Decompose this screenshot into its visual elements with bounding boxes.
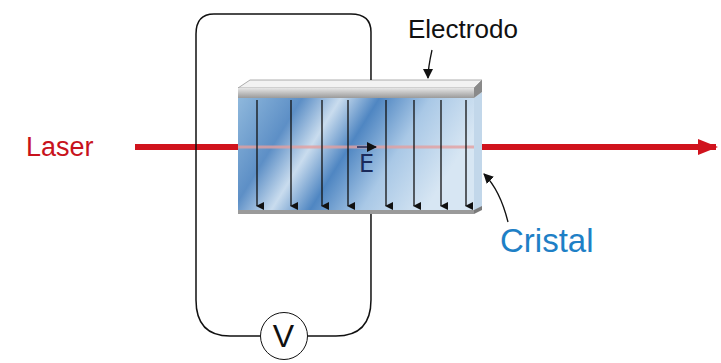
electrode-bottom-side <box>474 206 482 214</box>
electrode-label: Electrodo <box>408 16 518 42</box>
crystal-leader <box>484 174 508 222</box>
crystal-side <box>474 92 482 212</box>
electrode-top <box>238 88 474 98</box>
wire <box>196 14 371 336</box>
wire <box>308 214 371 336</box>
voltmeter-text: V <box>273 320 294 352</box>
electrode-leader <box>428 50 432 78</box>
electrode-side <box>474 80 482 98</box>
laser-beam <box>135 144 240 150</box>
field-lines <box>257 100 466 206</box>
crystal: E <box>238 80 482 214</box>
vector-arrow <box>357 146 376 148</box>
voltmeter: V <box>260 312 308 360</box>
electrode-top-face <box>238 80 482 88</box>
electrode-bottom <box>238 210 474 214</box>
laser-label: Laser <box>26 134 94 161</box>
laser-in-crystal <box>238 146 474 149</box>
crystal-label: Cristal <box>500 224 594 257</box>
crystal-text: E <box>359 152 374 176</box>
laser-beam-out <box>482 144 716 150</box>
crystal-front <box>238 98 474 212</box>
